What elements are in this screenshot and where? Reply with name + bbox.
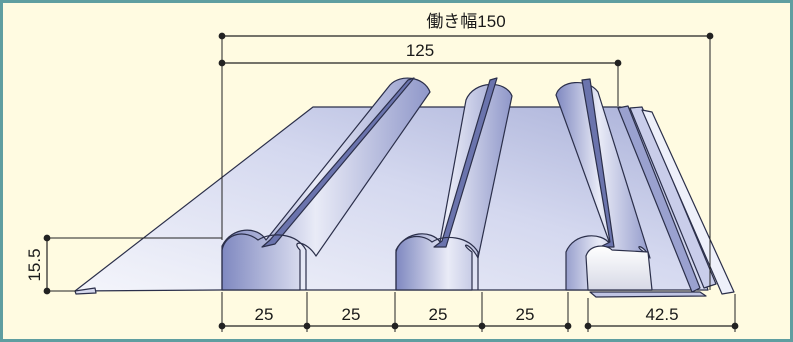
- rib-1-arch: [221, 233, 307, 290]
- rib-1-seam: [261, 77, 415, 248]
- edge-label: 42.5: [645, 305, 678, 324]
- height-label: 15.5: [25, 248, 44, 281]
- edge-strip-2: [629, 106, 717, 289]
- working-width-label: 働き幅150: [426, 12, 505, 31]
- rib-2-seam: [433, 77, 498, 248]
- pitch-4-label: 25: [516, 305, 535, 324]
- dimension-lines: [43, 32, 739, 332]
- pitch-2-label: 25: [342, 305, 361, 324]
- pitch-1-label: 25: [255, 305, 274, 324]
- panel-left-lip: [74, 287, 97, 295]
- top-span-label: 125: [406, 41, 434, 60]
- panel-bottom-flange: [589, 291, 707, 298]
- roof-panel: [74, 77, 735, 298]
- rib-2-arch: [395, 235, 479, 290]
- rib-3-seam: [581, 78, 615, 248]
- rib-3-end-hollow: [585, 245, 653, 291]
- pitch-3-label: 25: [429, 305, 448, 324]
- edge-strip-3: [641, 109, 735, 295]
- edge-strip-1: [617, 105, 701, 293]
